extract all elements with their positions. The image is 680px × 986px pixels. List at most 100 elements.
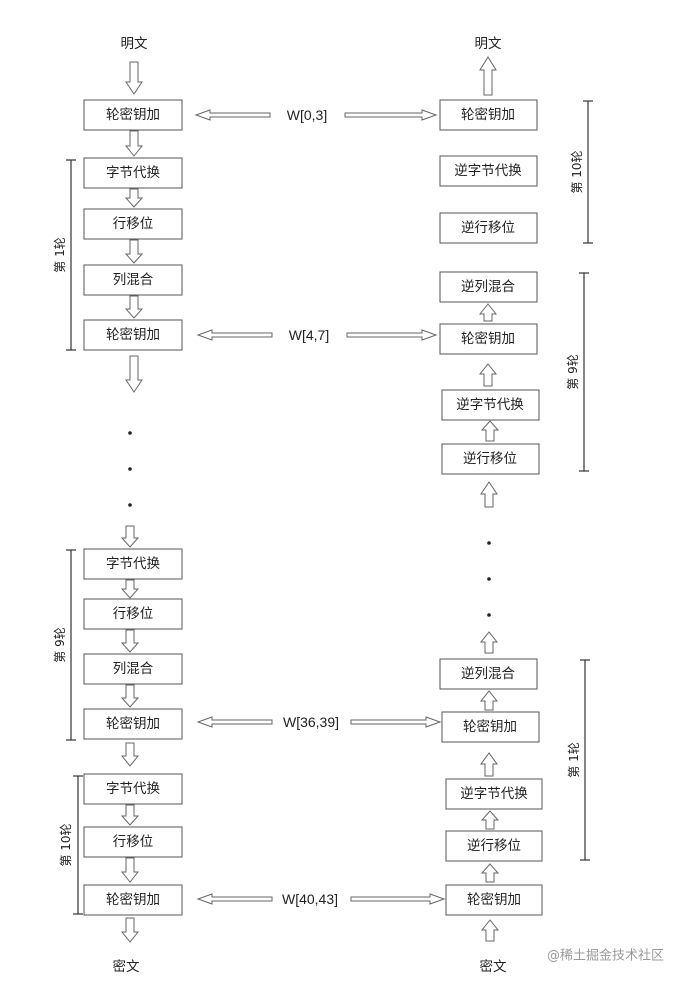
left-box-round9-sub-bytes: 字节代换	[83, 548, 183, 580]
svg-text:轮密钥加: 轮密钥加	[461, 106, 515, 123]
left-arrow-down	[124, 239, 144, 264]
svg-text:逆行移位: 逆行移位	[463, 451, 517, 467]
right-arrow-up	[478, 303, 498, 322]
left-arrow-down	[120, 684, 140, 708]
left-box-round9-mix-columns: 列混合	[83, 653, 183, 685]
left-round10-bracket	[73, 775, 83, 915]
round-key-label: W[4,7]	[289, 327, 329, 343]
left-box-round1-mix-columns: 列混合	[83, 264, 183, 296]
left-round10-label: 第 10轮	[59, 823, 73, 866]
key-arrow-right	[346, 329, 438, 341]
ellipsis-dot	[487, 613, 491, 617]
round-key-label: W[0,3]	[287, 107, 327, 123]
right-top-label: 明文	[475, 36, 502, 52]
svg-text:逆字节代换: 逆字节代换	[454, 163, 522, 179]
right-arrow-up	[479, 631, 499, 654]
svg-text:轮密钥加: 轮密钥加	[106, 715, 160, 732]
right-box-round1-inv-sub-bytes: 逆字节代换	[445, 778, 543, 810]
right-box-round9-inv-mix-columns: 逆列混合	[439, 271, 538, 303]
ellipsis-dot	[128, 431, 132, 435]
key-arrow-right	[344, 109, 438, 121]
right-box-round10-inv-shift-rows: 逆行移位	[439, 212, 538, 244]
left-arrow-down	[120, 804, 140, 826]
left-arrow-down-end	[120, 917, 140, 943]
right-box-round9-inv-sub-bytes: 逆字节代换	[441, 389, 540, 421]
svg-text:轮密钥加: 轮密钥加	[106, 326, 160, 343]
svg-text:逆字节代换: 逆字节代换	[460, 786, 528, 802]
svg-text:字节代换: 字节代换	[106, 781, 160, 797]
svg-text:字节代换: 字节代换	[106, 556, 160, 572]
right-bottom-label: 密文	[480, 958, 507, 975]
svg-text:逆行移位: 逆行移位	[461, 220, 515, 236]
left-arrow-down	[120, 525, 140, 548]
right-round1-bracket	[580, 659, 590, 861]
right-round1-label: 第 1轮	[567, 742, 581, 777]
right-box-round9-add-round-key: 轮密钥加	[439, 323, 538, 355]
svg-text:行移位: 行移位	[113, 834, 154, 850]
ellipsis-dot	[128, 467, 132, 471]
left-box-round9-shift-rows: 行移位	[83, 598, 183, 630]
watermark: @稀土掘金技术社区	[547, 948, 664, 964]
left-arrow-down	[120, 857, 140, 883]
right-arrow-up-end	[479, 56, 497, 96]
key-arrow-right	[350, 716, 442, 728]
svg-text:逆字节代换: 逆字节代换	[456, 397, 524, 413]
right-arrow-up	[480, 420, 500, 442]
svg-text:列混合: 列混合	[113, 661, 154, 677]
left-box-round1-shift-rows: 行移位	[83, 208, 183, 240]
left-arrow-down	[120, 742, 140, 767]
right-box-round1-inv-shift-rows: 逆行移位	[445, 830, 543, 862]
left-arrow-down	[124, 188, 144, 208]
left-box-round10-shift-rows: 行移位	[83, 826, 183, 858]
right-round10-label: 第 10轮	[570, 150, 584, 193]
svg-text:字节代换: 字节代换	[106, 165, 160, 181]
left-arrow-down	[120, 579, 140, 599]
left-round9-bracket	[66, 549, 76, 741]
right-arrow-up	[478, 363, 498, 387]
left-arrow-down	[124, 295, 144, 319]
svg-text:行移位: 行移位	[113, 606, 154, 622]
svg-text:轮密钥加: 轮密钥加	[461, 330, 515, 347]
svg-text:逆列混合: 逆列混合	[461, 666, 515, 682]
ellipsis-dot	[487, 577, 491, 581]
key-arrow-left	[196, 893, 273, 905]
right-box-round9-inv-shift-rows: 逆行移位	[441, 443, 540, 475]
svg-text:列混合: 列混合	[113, 272, 154, 288]
left-arrow-down	[120, 629, 140, 653]
svg-text:逆行移位: 逆行移位	[467, 838, 521, 854]
left-round1-label: 第 1轮	[53, 237, 67, 272]
left-bottom-label: 密文	[113, 958, 140, 975]
right-arrow-up	[480, 810, 500, 830]
svg-text:轮密钥加: 轮密钥加	[467, 891, 521, 908]
round-key-label: W[36,39]	[283, 714, 339, 730]
left-box-round1-add-round-key: 轮密钥加	[83, 319, 183, 351]
right-box-initial-add-round-key: 轮密钥加	[445, 884, 543, 916]
left-arrow-down-start	[125, 61, 143, 95]
left-box-round9-add-round-key: 轮密钥加	[83, 708, 183, 740]
key-arrow-right	[350, 893, 446, 905]
right-arrow-up	[479, 690, 499, 711]
left-box-round10-sub-bytes: 字节代换	[83, 773, 183, 805]
left-box-round1-sub-bytes: 字节代换	[83, 157, 183, 189]
svg-text:行移位: 行移位	[113, 216, 154, 232]
left-arrow-down	[124, 130, 144, 157]
svg-text:轮密钥加: 轮密钥加	[106, 891, 160, 908]
right-arrow-up	[480, 752, 498, 777]
right-round9-label: 第 9轮	[566, 354, 580, 389]
right-box-round10-inv-sub-bytes: 逆字节代换	[439, 155, 538, 187]
right-arrow-up	[480, 863, 500, 883]
left-round1-bracket	[66, 159, 76, 351]
right-box-round1-add-round-key: 轮密钥加	[441, 711, 540, 743]
left-box-initial-add-round-key: 轮密钥加	[83, 99, 183, 131]
key-arrow-left	[196, 329, 273, 341]
left-top-label: 明文	[121, 36, 148, 52]
svg-text:逆列混合: 逆列混合	[461, 279, 515, 295]
key-arrow-left	[196, 716, 273, 728]
key-arrow-left	[194, 109, 271, 121]
right-round10-bracket	[583, 100, 593, 244]
round-key-label: W[40,43]	[282, 891, 338, 907]
right-round9-bracket	[579, 272, 589, 472]
left-box-round10-add-round-key: 轮密钥加	[83, 884, 183, 916]
left-arrow-down	[125, 355, 143, 393]
